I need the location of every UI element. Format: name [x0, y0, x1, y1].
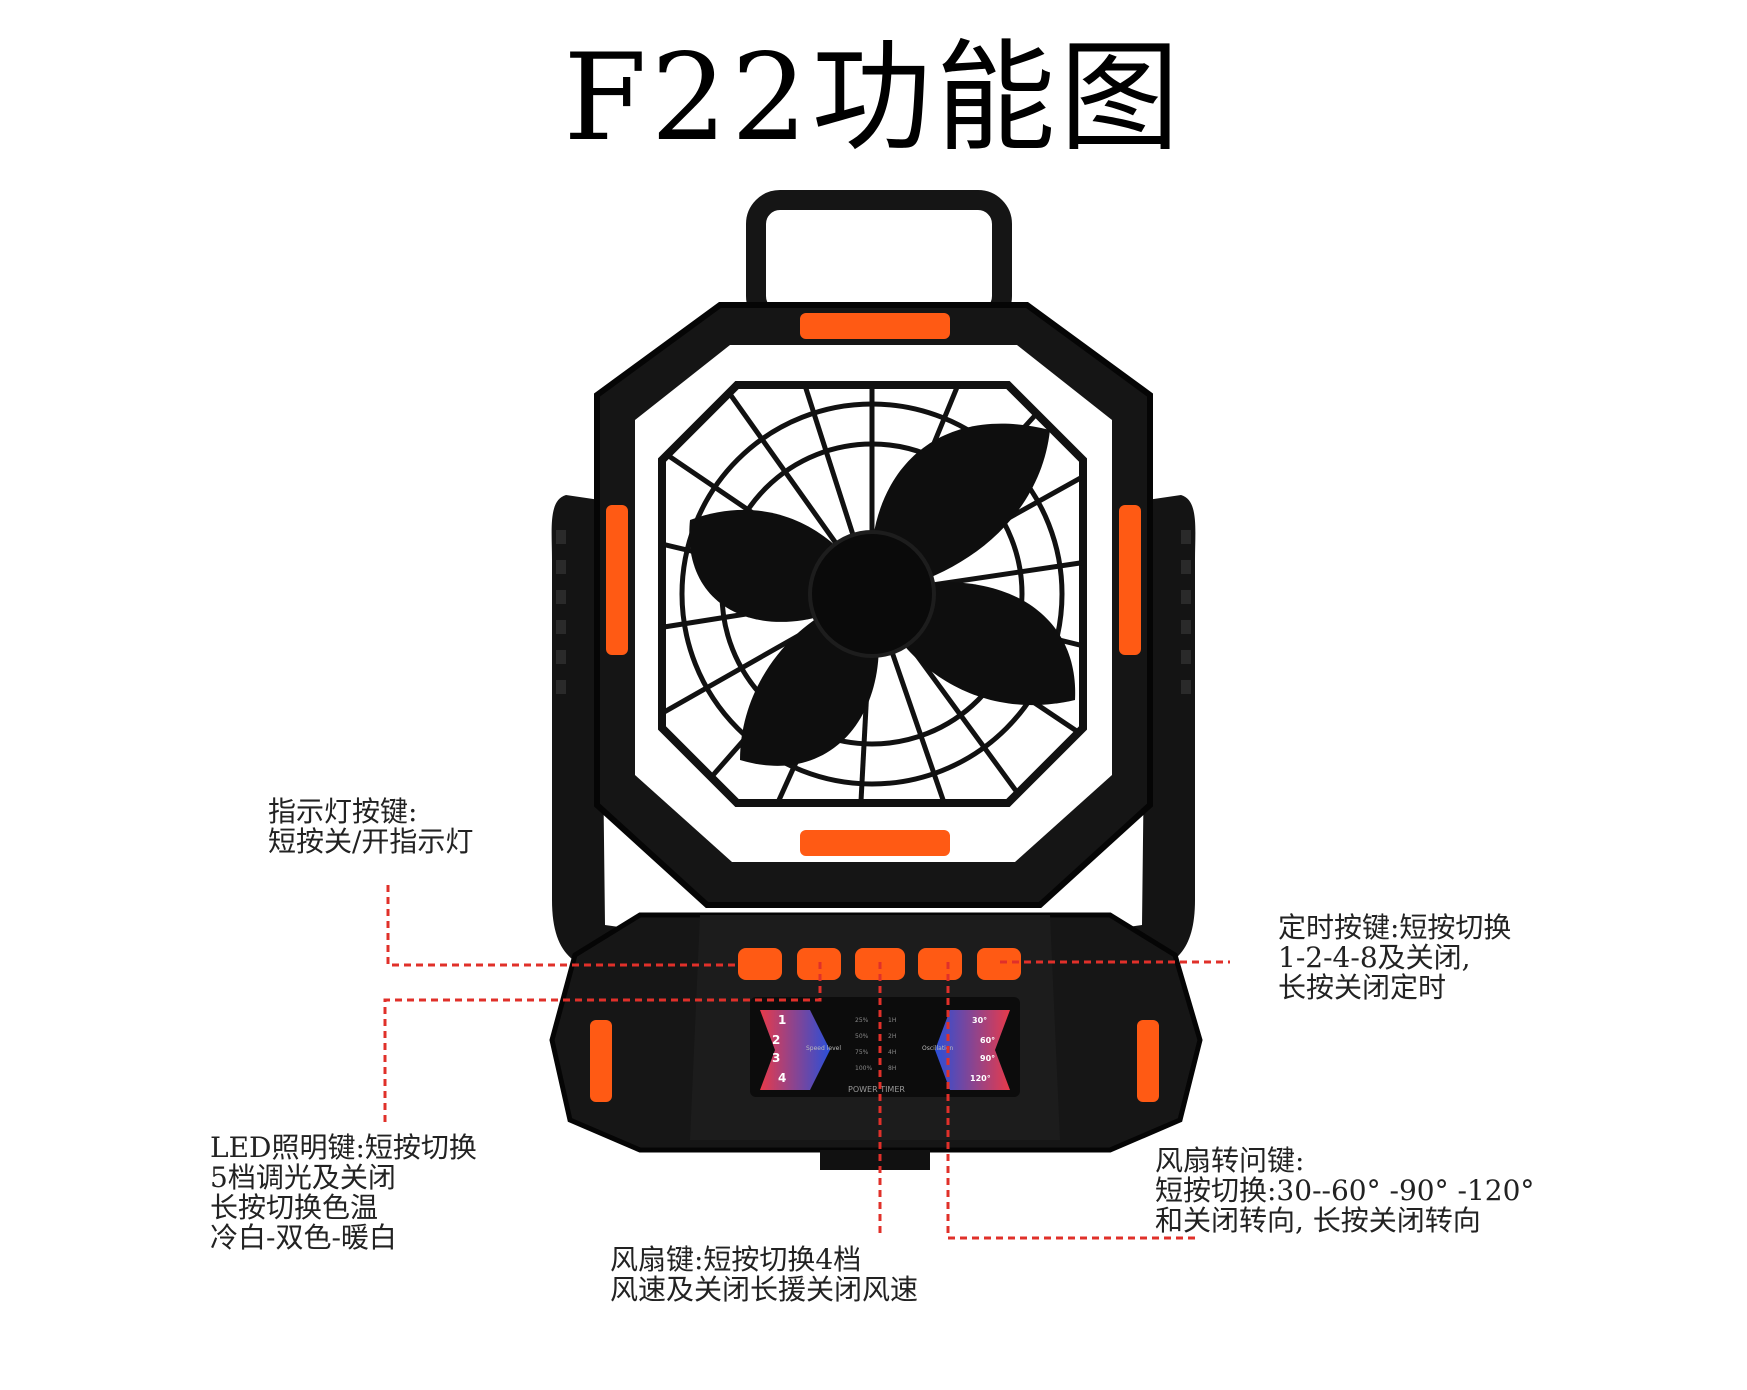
fan-head: [594, 302, 1153, 908]
oscillation-indicator: 30° 60° 90° 120° Oscillation: [922, 1010, 1010, 1090]
speed-level-label: Speed level: [806, 1045, 841, 1052]
callout-fan-button: 风扇键:短按切换4档 风速及关闭长援关闭风速: [610, 1243, 919, 1306]
speed-number: 3: [772, 1051, 780, 1065]
battery-level: 75%: [855, 1049, 869, 1056]
battery-level: 50%: [855, 1033, 869, 1040]
battery-timer-indicator: 25% 50% 75% 100% 1H 2H 4H 8H POWER TIMER: [848, 1017, 905, 1094]
angle-label: 60°: [980, 1036, 995, 1045]
page-title: F22功能图: [563, 29, 1184, 168]
power-timer-label: POWER TIMER: [848, 1085, 905, 1094]
leader-lines: [383, 885, 1230, 1240]
leader-led: [383, 962, 822, 1125]
timer-hour: 4H: [888, 1049, 896, 1056]
fan-base: 1 2 3 4 Speed level 25% 50% 75% 100% 1H …: [549, 912, 1203, 1170]
callout-oscillation-button: 风扇转问键: 短按切换:30--60° -90° -120° 和关闭转向, 长按…: [1155, 1144, 1535, 1237]
callout-indicator-button: 指示灯按键: 短按关/开指示灯: [268, 795, 474, 858]
speed-number: 2: [772, 1033, 780, 1047]
timer-hour: 8H: [888, 1065, 896, 1072]
callout-timer-button: 定时按键:短按切换 1-2-4-8及关闭, 长按关闭定时: [1278, 911, 1512, 1004]
speed-indicator: 1 2 3 4 Speed level: [760, 1010, 841, 1090]
speed-number: 4: [778, 1071, 786, 1085]
angle-label: 120°: [970, 1074, 991, 1083]
oscillation-label: Oscillation: [922, 1045, 954, 1052]
angle-label: 90°: [980, 1054, 995, 1063]
leader-indicator: [386, 885, 740, 967]
timer-hour: 2H: [888, 1033, 896, 1040]
callout-led-button: LED照明键:短按切换 5档调光及关闭 长按切换色温 冷白-双色-暖白: [210, 1131, 477, 1254]
angle-label: 30°: [972, 1016, 987, 1025]
battery-level: 25%: [855, 1017, 869, 1024]
leader-oscillation: [946, 962, 1200, 1240]
speed-number: 1: [778, 1013, 786, 1027]
timer-hour: 1H: [888, 1017, 896, 1024]
battery-level: 100%: [855, 1065, 872, 1072]
